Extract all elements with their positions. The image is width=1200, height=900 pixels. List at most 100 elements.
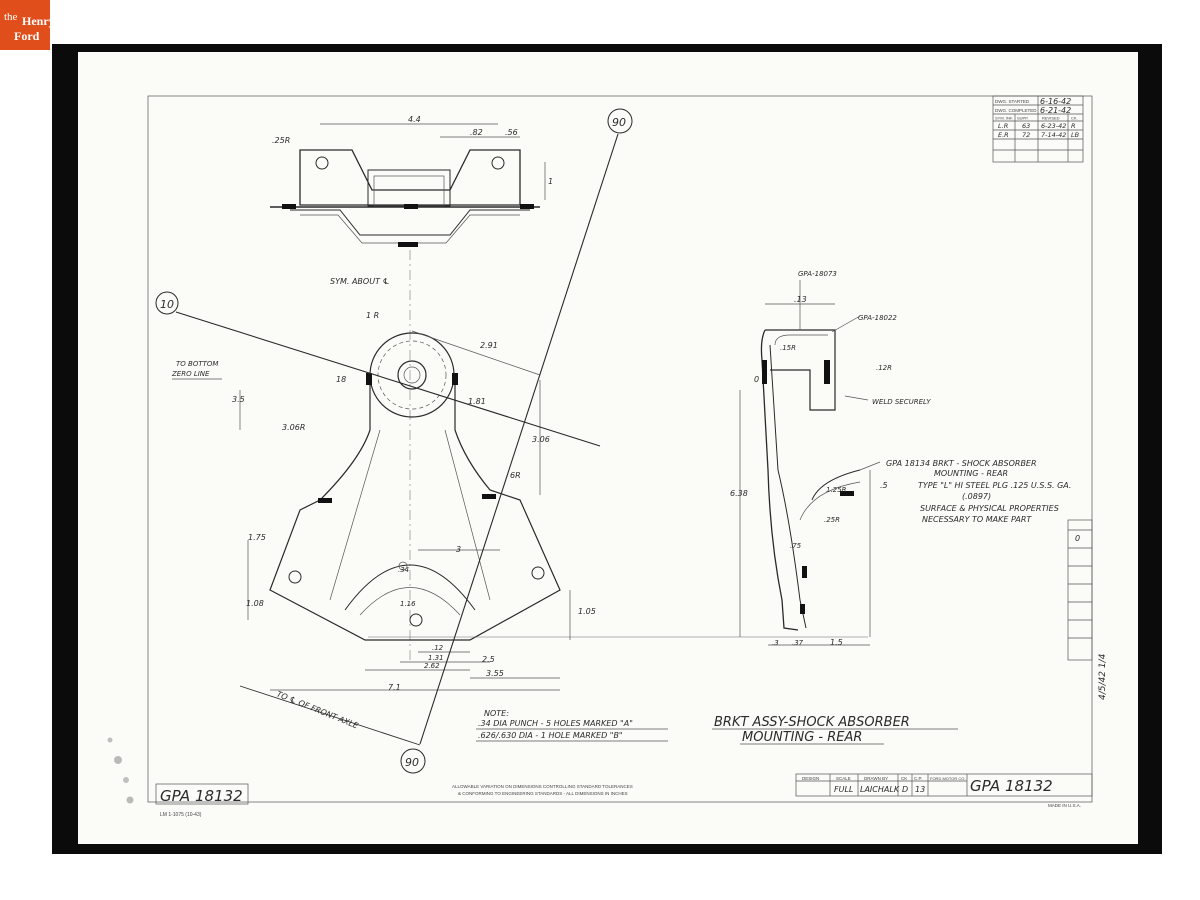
dim-1-05: 1.05 [578, 607, 596, 616]
stamp-left: LM 1-1075 (10-43) [160, 812, 202, 818]
zero-line-label: ZERO LINE [171, 370, 210, 378]
callout-90-top: 90 [612, 116, 626, 129]
dim-1-16: 1.16 [400, 600, 416, 608]
top-view: 4.4 .82 .56 1 .25R [270, 115, 553, 247]
rev-entry-1-supp: 63 [1022, 122, 1030, 130]
logo-the: the [4, 11, 18, 23]
dim-1-81: 1.81 [468, 397, 486, 406]
corner-box [155, 783, 249, 805]
revision-block: DWG. STARTED 6-16-42 DWG. COMPLETED 6-21… [992, 95, 1084, 163]
title-line2: MOUNTING - REAR [742, 730, 862, 745]
tb-header-scale: SCALE [836, 776, 851, 781]
tb-header-design: DESIGN [802, 776, 819, 781]
dim-2-62: 2.62 [424, 662, 440, 670]
dim-1-25r: 1.25R [826, 486, 847, 494]
spec-line3: TYPE "L" HI STEEL PLG .125 U.S.S. GA. [918, 481, 1071, 490]
rev-completed-date: 6-21-42 [1040, 106, 1071, 115]
rev-header-supp: SUPP. [1017, 116, 1029, 121]
rev-entry-1-sym: L.R [998, 122, 1008, 130]
dim-25r: .25R [272, 136, 290, 145]
corner-part-number: GPA 18132 [160, 787, 243, 805]
notes-line2: .626/.630 DIA - 1 HOLE MARKED "B" [478, 731, 623, 740]
margin-column: 0 4/5/42 1/4 [1067, 519, 1108, 700]
notes-heading: NOTE: [484, 709, 509, 718]
spec-line4: (.0897) [962, 492, 991, 501]
spec-line5: SURFACE & PHYSICAL PROPERTIES [920, 504, 1059, 513]
tb-part-number: GPA 18132 [970, 777, 1053, 795]
drawing-border [147, 95, 1093, 803]
tb-header-drawn-by: DRAWN BY [864, 776, 888, 781]
dim-6-38: 6.38 [730, 489, 748, 498]
dim-1-75: 1.75 [248, 533, 266, 542]
dim-75: .75 [790, 542, 802, 550]
tb-header-ck: CK [901, 776, 907, 781]
dim-0-side: 0 [754, 375, 759, 384]
rev-entry-2-date: 7-14-42 [1041, 131, 1066, 139]
callout-10: 10 [160, 298, 174, 311]
side-view: GPA-18073 GPA-18022 WELD SECURELY .13 .1… [730, 270, 931, 647]
dim-56: .56 [505, 128, 518, 137]
notes-line1: .34 DIA PUNCH - 5 HOLES MARKED "A" [478, 719, 633, 728]
dim-3: 3 [456, 545, 461, 554]
dim-15r: .15R [780, 344, 796, 352]
weld-label: WELD SECURELY [872, 398, 931, 406]
dim-1-5: 1.5 [830, 638, 843, 647]
tb-cp: 13 [915, 785, 925, 794]
callout-90-bottom: 90 [405, 756, 419, 769]
tolerance-note-2: & CONFORMING TO ENGINEERING STANDARDS - … [458, 791, 628, 796]
dim-12: .12 [432, 644, 444, 652]
dim-7-1: 7.1 [388, 683, 401, 692]
tb-ck: D [902, 785, 908, 794]
rev-header-sym: SYM. INF. [995, 116, 1013, 121]
dim-5: .5 [880, 481, 888, 490]
part-title: BRKT ASSY-SHOCK ABSORBER MOUNTING - REAR [712, 715, 958, 745]
rev-entry-1-ck: R [1071, 122, 1076, 130]
dim-37: .37 [792, 639, 804, 647]
dim-18: 18 [336, 375, 346, 384]
dim-1-08: 1.08 [246, 599, 264, 608]
label-gpa-18022: GPA-18022 [858, 314, 897, 322]
the-henry-ford-logo: the Henry Ford [0, 0, 55, 50]
material-spec: GPA 18134 BRKT - SHOCK ABSORBER MOUNTING… [886, 459, 1071, 524]
dim-1-31: 1.31 [428, 654, 444, 662]
spec-line6: NECESSARY TO MAKE PART [922, 515, 1032, 524]
tb-header-cp: C.P. [914, 776, 922, 781]
dim-3-06: 3.06 [532, 435, 550, 444]
dim-13: .13 [794, 295, 807, 304]
dim-25r-side: .25R [824, 516, 840, 524]
notes: NOTE: .34 DIA PUNCH - 5 HOLES MARKED "A"… [476, 709, 668, 742]
dim-3-5: 3.5 [232, 395, 245, 404]
dim-34: .34 [398, 566, 409, 574]
rev-entry-2-sym: E.R [998, 131, 1009, 139]
logo-henry: Henry [22, 14, 55, 28]
rev-entry-2-supp: 72 [1022, 131, 1030, 139]
spec-line2: MOUNTING - REAR [934, 469, 1008, 478]
made-in-usa: MADE IN U.S.A. [1048, 803, 1081, 808]
title-line1: BRKT ASSY-SHOCK ABSORBER [714, 715, 910, 730]
dim-82: .82 [470, 128, 483, 137]
dim-3-06r: 3.06R [282, 423, 305, 432]
tolerance-note: ALLOWABLE VARIATION ON DIMENSIONS CONTRO… [452, 784, 633, 789]
rev-started-label: DWG. STARTED [995, 99, 1030, 104]
margin-zero: 0 [1075, 534, 1080, 543]
front-view: 1 R 2.91 18 1.81 3.5 3.06R 3.06 6R 1.75 … [232, 311, 868, 692]
rev-header-revised: REVISED [1042, 116, 1060, 121]
dim-4-4: 4.4 [408, 115, 421, 124]
logo-ford: Ford [14, 29, 40, 43]
label-gpa-18073: GPA-18073 [798, 270, 837, 278]
spec-ref: GPA 18134 BRKT - SHOCK ABSORBER [886, 459, 1037, 468]
margin-handwritten-note: 4/5/42 1/4 [1098, 653, 1108, 700]
to-bottom-label: TO BOTTOM [176, 360, 218, 368]
title-block: DESIGN SCALE DRAWN BY CK C.P. FORD MOTOR… [795, 773, 1093, 797]
smudge-marks [107, 737, 134, 804]
dim-12r: .12R [876, 364, 892, 372]
dim-3-55: 3.55 [486, 669, 504, 678]
tb-drawn-by: LAICHALK [860, 785, 900, 794]
dim-1: 1 [548, 177, 553, 186]
rev-completed-label: DWG. COMPLETED [995, 108, 1037, 113]
rev-header-ck: CK. [1071, 116, 1078, 121]
rev-entry-1-date: 6-23-42 [1041, 122, 1066, 130]
tb-scale: FULL [834, 785, 853, 794]
tb-company: FORD MOTOR CO. [930, 776, 965, 781]
